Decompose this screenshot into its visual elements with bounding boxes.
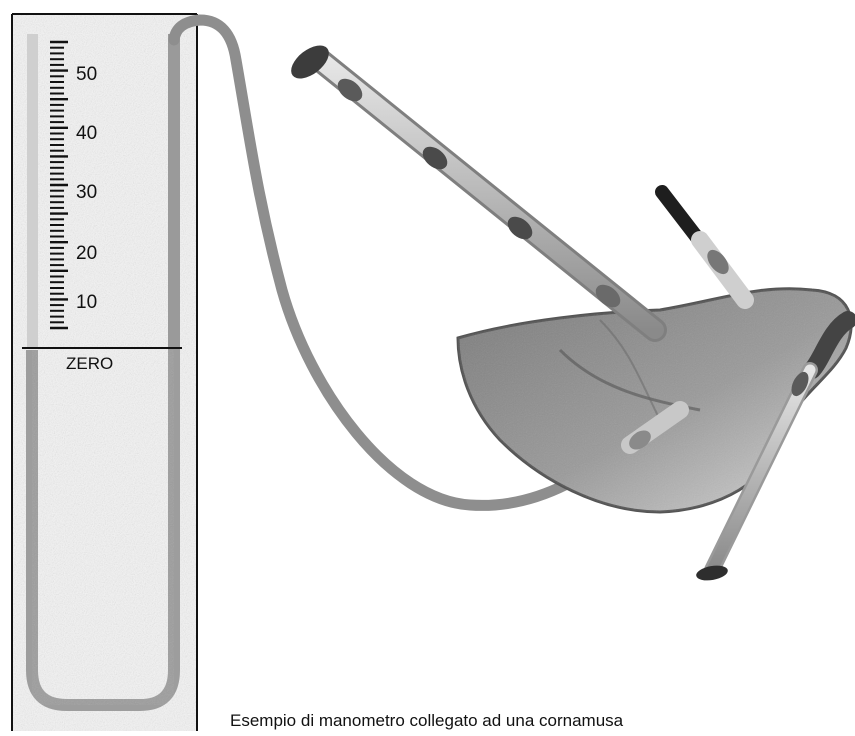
left-tube-upper [27, 34, 38, 348]
bagpipe [285, 39, 851, 583]
zero-label: ZERO [66, 355, 113, 372]
bagpipe-short-drone [662, 192, 745, 300]
caption: Esempio di manometro collegato ad una co… [230, 712, 623, 729]
bagpipe-long-drone [285, 39, 655, 330]
right-tube-upper [168, 34, 180, 350]
scale-label-30: 30 [76, 183, 97, 202]
scale-label-50: 50 [76, 65, 97, 84]
scale-label-10: 10 [76, 293, 97, 312]
scale-label-40: 40 [76, 124, 97, 143]
scale-label-20: 20 [76, 244, 97, 263]
